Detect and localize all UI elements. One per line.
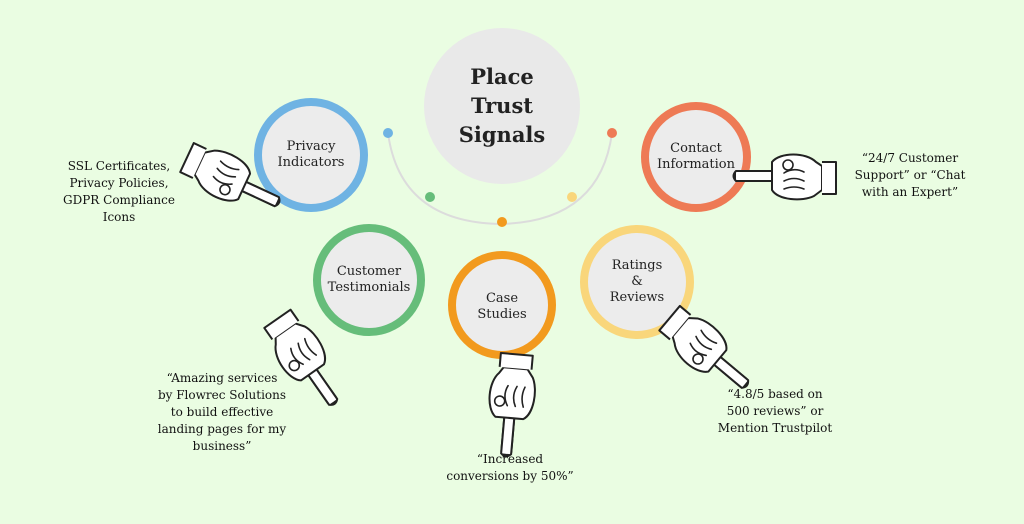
ratings-description: “4.8/5 based on 500 reviews” or Mention … xyxy=(700,386,850,437)
center-title-line: Trust xyxy=(471,93,533,118)
center-circle xyxy=(424,28,580,184)
testimonials-description: “Amazing services by Flowrec Solutions t… xyxy=(148,370,296,455)
description-line: by Flowrec Solutions xyxy=(157,388,287,402)
contact-label: Contact Information xyxy=(651,141,741,173)
description-line: Privacy Policies, xyxy=(69,176,169,190)
label-line: Ratings xyxy=(611,258,663,273)
arc-dot-ratings xyxy=(567,192,577,202)
label-line: & xyxy=(631,274,643,289)
privacy-description: SSL Certificates, Privacy Policies, GDPR… xyxy=(50,158,188,226)
description-line: SSL Certificates, xyxy=(67,159,171,173)
description-line: “24/7 Customer xyxy=(861,151,959,165)
description-line: “Amazing services xyxy=(166,371,278,385)
ratings-label: Ratings & Reviews xyxy=(597,258,677,306)
contact-description: “24/7 Customer Support” or “Chat with an… xyxy=(840,150,980,201)
label-line: Indicators xyxy=(277,155,345,170)
label-line: Privacy xyxy=(286,139,336,154)
label-line: Contact xyxy=(670,141,722,156)
arc-dot-contact xyxy=(607,128,617,138)
label-line: Studies xyxy=(477,307,527,322)
label-line: Testimonials xyxy=(327,280,411,295)
description-line: GDPR Compliance xyxy=(63,193,175,207)
description-line: “Increased xyxy=(476,452,544,466)
label-line: Information xyxy=(656,157,736,172)
description-line: 500 reviews” or xyxy=(726,404,824,418)
description-line: business” xyxy=(192,439,252,453)
description-line: to build effective xyxy=(170,405,274,419)
privacy-label: Privacy Indicators xyxy=(266,139,356,171)
privacy-ring xyxy=(254,98,368,212)
label-line: Case xyxy=(485,291,519,306)
testimonials-label: Customer Testimonials xyxy=(321,264,417,296)
testimonials-ring xyxy=(313,224,425,336)
description-line: Icons xyxy=(102,210,136,224)
description-line: with an Expert” xyxy=(861,185,959,199)
center-title-line: Place xyxy=(470,64,534,89)
case-studies-description: “Increased conversions by 50%” xyxy=(430,451,590,485)
center-title: Place Trust Signals xyxy=(426,62,578,149)
arc-dot-case-studies xyxy=(497,217,507,227)
arc-dot-testimonials xyxy=(425,192,435,202)
label-line: Customer xyxy=(336,264,402,279)
arc-dot-privacy xyxy=(383,128,393,138)
description-line: landing pages for my xyxy=(157,422,287,436)
description-line: Mention Trustpilot xyxy=(717,421,833,435)
label-line: Reviews xyxy=(609,290,665,305)
pointing-hand-icon xyxy=(483,351,540,460)
case-studies-label: Case Studies xyxy=(462,291,542,323)
center-title-line: Signals xyxy=(458,122,546,147)
contact-ring xyxy=(641,102,751,212)
description-line: Support” or “Chat xyxy=(854,168,966,182)
ratings-ring xyxy=(580,225,694,339)
description-line: “4.8/5 based on xyxy=(727,387,823,401)
description-line: conversions by 50%” xyxy=(446,469,574,483)
